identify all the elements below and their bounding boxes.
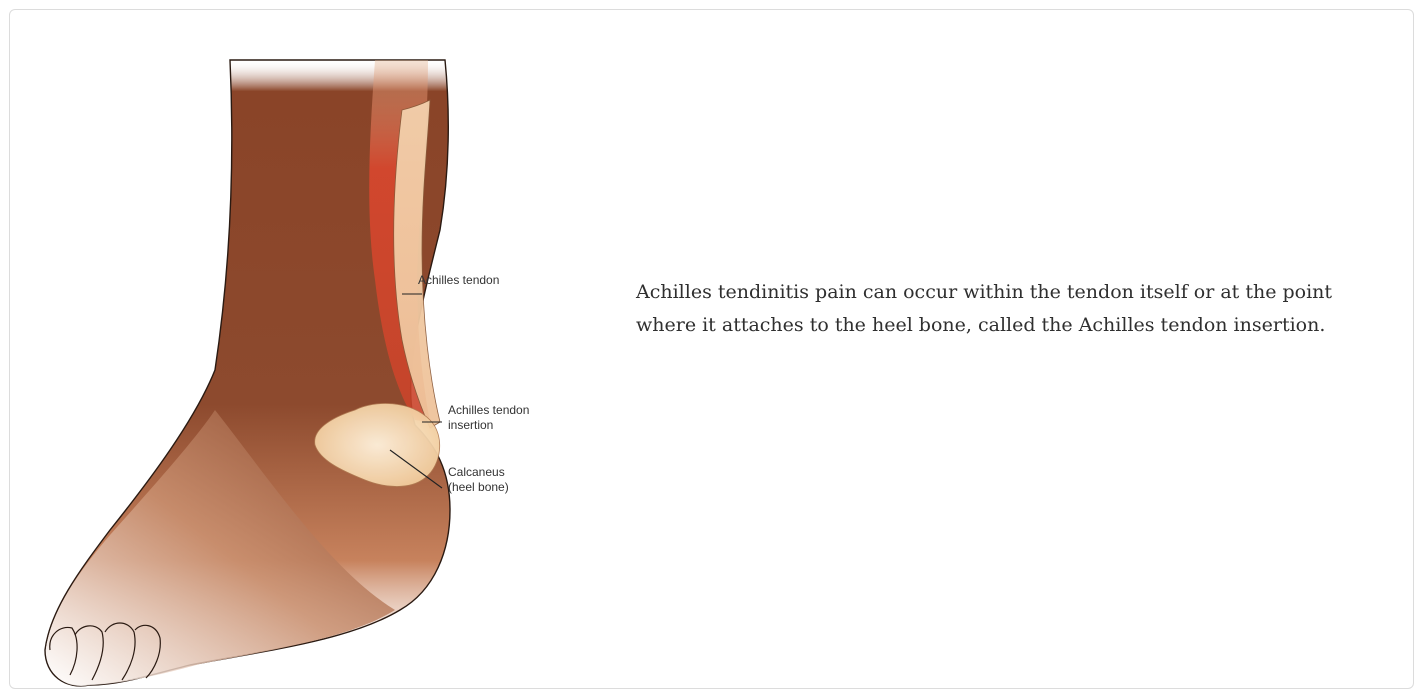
label-achilles-tendon: Achilles tendon: [418, 273, 499, 288]
figure-caption: Achilles tendinitis pain can occur withi…: [636, 276, 1366, 342]
label-achilles-insertion-line2: insertion: [448, 418, 529, 433]
label-calcaneus-line2: (heel bone): [448, 480, 509, 495]
label-calcaneus-line1: Calcaneus: [448, 465, 509, 480]
figure-card: Achilles tendon Achilles tendon insertio…: [9, 9, 1414, 689]
label-achilles-insertion: Achilles tendon insertion: [448, 403, 529, 433]
ankle-anatomy-illustration: [30, 50, 630, 689]
label-achilles-insertion-line1: Achilles tendon: [448, 403, 529, 418]
label-calcaneus: Calcaneus (heel bone): [448, 465, 509, 495]
